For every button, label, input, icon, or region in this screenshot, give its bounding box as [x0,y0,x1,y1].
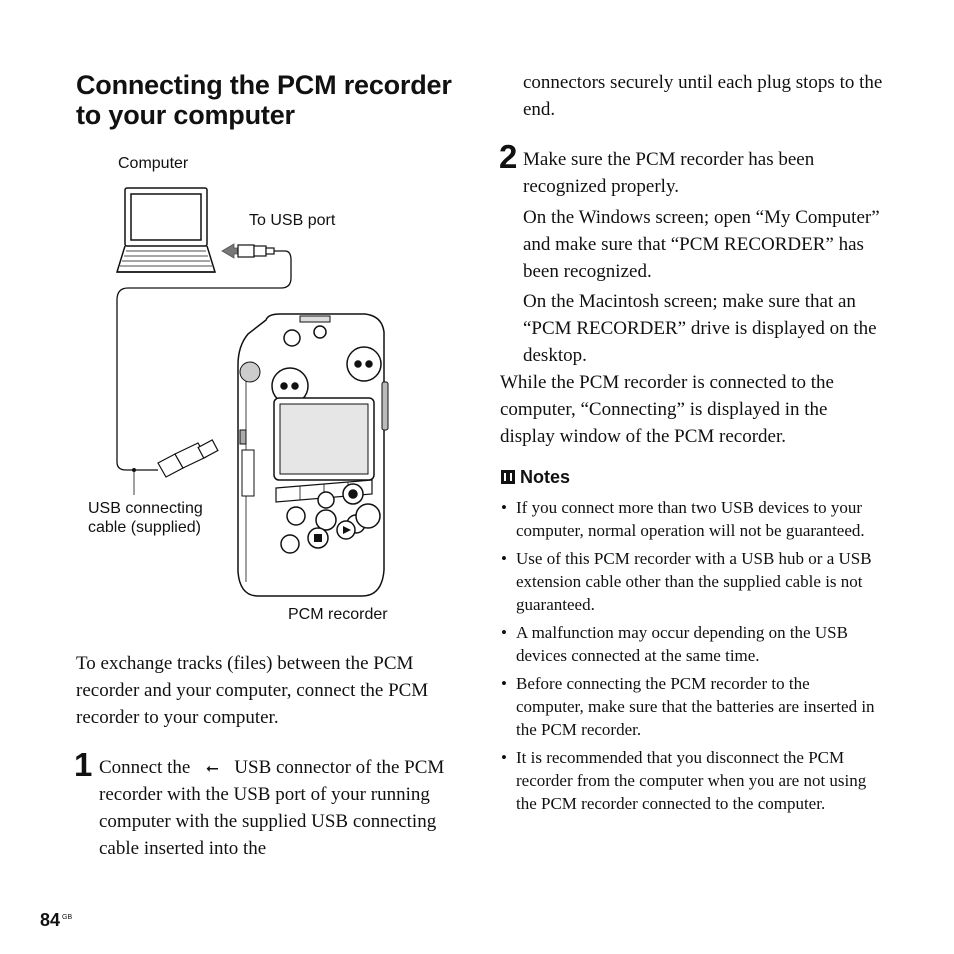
laptop-illustration [115,187,217,273]
note-icon [501,470,515,484]
label-computer: Computer [118,155,189,172]
usb-plug-a [237,244,275,258]
while-connected-text: While the PCM recorder is connected to t… [500,372,834,447]
step-2-windows: On the Windows screen; open “My Computer… [523,207,880,282]
step-2-mac: On the Macintosh screen; make sure that … [523,291,877,366]
usb-icon: ⭠ [205,758,219,777]
connection-illustration [115,187,389,597]
page-number-value: 84 [40,910,61,930]
step-1-text-before: Connect the [99,757,191,778]
page-number-suffix: GB [62,914,73,921]
label-cable-line1: USB connecting [88,500,203,517]
label-usb-port: To USB port [249,212,336,229]
list-item: If you connect more than two USB devices… [501,496,881,542]
step-1-number: 1 [74,746,93,783]
notes-heading-text: Notes [520,467,571,487]
list-item: Use of this PCM recorder with a USB hub … [501,547,881,616]
step-2-number: 2 [499,138,518,175]
usb-plug-b [157,439,219,478]
list-item: Before connecting the PCM recorder to th… [501,672,881,741]
intro-text: To exchange tracks (files) between the P… [76,653,429,728]
step-1-text-after: USB connector of the PCM recorder with t… [99,757,445,859]
list-item: It is recommended that you disconnect th… [501,746,881,815]
page-title: Connecting the PCM recorder to your comp… [76,70,452,130]
step-1-continued: connectors securely until each plug stop… [523,72,883,120]
notes-heading: Notes [501,466,570,488]
notes-list: If you connect more than two USB devices… [501,496,881,820]
pcm-recorder-illustration [237,313,389,597]
label-cable-line2: cable (supplied) [88,519,201,536]
step-1-text: Connect the ⭠USB connector of the PCM rec… [99,754,455,862]
label-pcm-recorder: PCM recorder [288,606,388,623]
usb-cable [116,250,292,471]
list-item: A malfunction may occur depending on the… [501,621,881,667]
step-2-text: Make sure the PCM recorder has been reco… [523,149,815,197]
